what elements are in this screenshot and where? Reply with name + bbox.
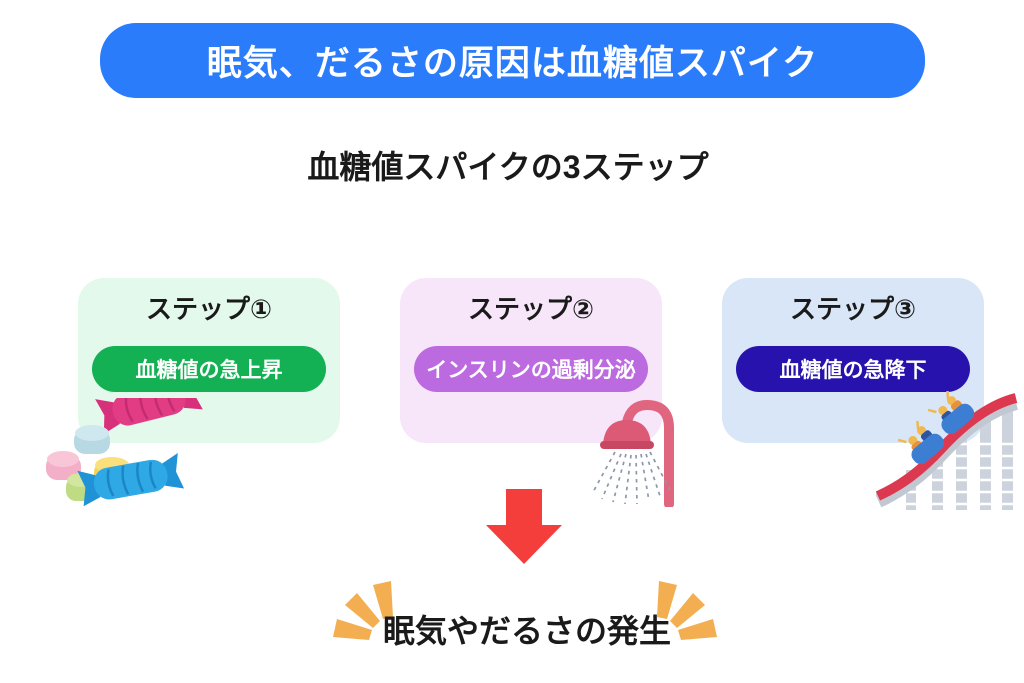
step-1-pill: 血糖値の急上昇 bbox=[92, 346, 326, 392]
down-arrow-icon bbox=[486, 489, 562, 564]
step-1-pill-text: 血糖値の急上昇 bbox=[135, 359, 283, 382]
step-card-3: ステップ③ 血糖値の急降下 bbox=[722, 278, 984, 443]
step-3-pill-text: 血糖値の急降下 bbox=[779, 359, 927, 382]
candies-illustration bbox=[46, 398, 203, 507]
title-banner-text: 眠気、だるさの原因は血糖値スパイク bbox=[206, 44, 819, 83]
step-card-2: ステップ② インスリンの過剰分泌 bbox=[400, 278, 662, 443]
burst-left-icon bbox=[333, 581, 393, 640]
shower-illustration bbox=[591, 399, 674, 507]
burst-right-icon bbox=[657, 581, 717, 640]
step-1-title: ステップ① bbox=[145, 294, 272, 324]
step-2-pill-text: インスリンの過剰分泌 bbox=[426, 359, 636, 382]
step-2-title: ステップ② bbox=[467, 294, 594, 324]
subtitle: 血糖値スパイクの3ステップ bbox=[307, 149, 709, 185]
roller-coaster-illustration bbox=[876, 390, 1018, 510]
step-2-pill: インスリンの過剰分泌 bbox=[414, 346, 648, 392]
step-3-title: ステップ③ bbox=[789, 294, 916, 324]
step-3-pill: 血糖値の急降下 bbox=[736, 346, 970, 392]
title-banner: 眠気、だるさの原因は血糖値スパイク bbox=[100, 23, 925, 98]
result-text: 眠気やだるさの発生 bbox=[382, 613, 672, 649]
